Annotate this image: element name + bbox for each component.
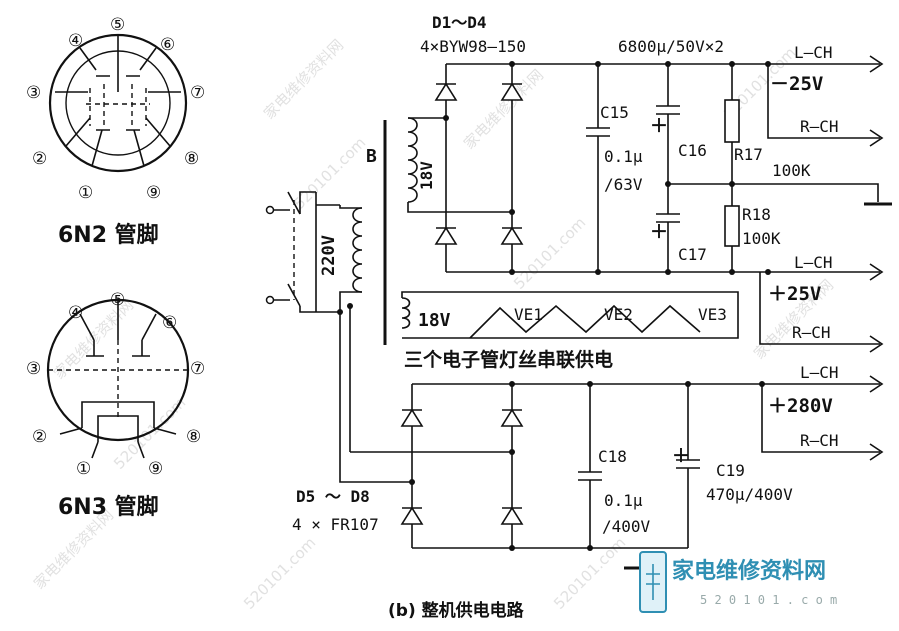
- tube-6n3-pinout: ④ ⑤ ⑥ ③ ⑦ ② ⑧ ① ⑨ 6N3 管脚: [26, 290, 205, 520]
- figure-caption: (b) 整机供电电路: [388, 600, 525, 621]
- brand-logo: 家电维修资料网 5 2 0 1 0 1 . c o m: [639, 551, 837, 613]
- pin-3-label: ③: [26, 359, 41, 379]
- l-ch-label: L—CH: [794, 43, 833, 62]
- output-pos25: L—CH ＋25V R—CH: [759, 253, 884, 353]
- watermark-site: 520101.com: [510, 214, 589, 293]
- c18-value-2: /400V: [602, 517, 651, 536]
- pin-9-label: ⑨: [146, 183, 161, 203]
- ve3-label: VE3: [698, 305, 727, 324]
- pin-6-label: ⑥: [162, 313, 177, 333]
- output-neg25: L—CH －25V R—CH: [765, 43, 884, 147]
- low-voltage-filter: 6800μ/50V×2 C15 0.1μ /63V ＋ ＋ C16 C17 R1…: [586, 37, 892, 275]
- diode-d7: [400, 506, 424, 525]
- pin-3-label: ③: [26, 83, 41, 103]
- pin-1-label: ①: [76, 459, 91, 479]
- c19-name: C19: [716, 461, 745, 480]
- secondary-winding-18v: [407, 117, 418, 203]
- mains-terminal-top: [265, 205, 275, 215]
- diode-d6: [500, 408, 524, 427]
- r-ch-label: R—CH: [792, 323, 831, 342]
- filament-note: 三个电子管灯丝串联供电: [404, 348, 613, 371]
- d5-d8-part: 4 × FR107: [292, 515, 379, 534]
- r18-name: R18: [742, 205, 771, 224]
- pin-5-label: ⑤: [110, 15, 125, 35]
- watermark-site: 520101.com: [240, 534, 319, 613]
- resistor-r17: [724, 99, 740, 143]
- pin-4-label: ④: [68, 303, 83, 323]
- diode-d2: [500, 82, 524, 101]
- output-pos280: L—CH ＋280V R—CH: [759, 363, 884, 461]
- pos280v-label: ＋280V: [768, 395, 833, 417]
- ve2-label: VE2: [604, 305, 633, 324]
- c17-plus: ＋: [650, 222, 668, 243]
- watermark-site: 520101.com: [290, 134, 369, 213]
- watermark-brand: 家电维修资料网: [260, 36, 347, 123]
- neg25v-label: －25V: [770, 73, 823, 95]
- c17-name: C17: [678, 245, 707, 264]
- pin-7-label: ⑦: [190, 359, 205, 379]
- r18-value: 100K: [742, 229, 781, 248]
- pin-1-label: ①: [78, 183, 93, 203]
- diode-d3: [434, 226, 458, 245]
- bridge-d5-d8: D5 ～ D8 4 × FR107: [292, 303, 880, 551]
- pin-8-label: ⑧: [186, 427, 201, 447]
- c16-name: C16: [678, 141, 707, 160]
- high-voltage-filter: C18 0.1μ /400V ＋ C19 470μ/400V: [578, 381, 793, 570]
- r-ch-label: R—CH: [800, 117, 839, 136]
- primary-voltage-label: 220V: [319, 235, 339, 276]
- c16-plus: ＋: [650, 116, 668, 137]
- c19-value: 470μ/400V: [706, 485, 793, 504]
- pin-2-label: ②: [32, 149, 47, 169]
- filament-voltage-label: 18V: [418, 310, 451, 331]
- pin-2-label: ②: [32, 427, 47, 447]
- resistor-r18: [724, 205, 740, 247]
- tube-6n3-title: 6N3 管脚: [58, 494, 159, 520]
- primary-winding: [352, 207, 363, 293]
- diode-d1: [434, 82, 458, 101]
- secondary-voltage-label: 18V: [417, 161, 436, 190]
- r-ch-label: R—CH: [800, 431, 839, 450]
- c15-name: C15: [600, 103, 629, 122]
- r17-value: 100K: [772, 161, 811, 180]
- pin-9-label: ⑨: [148, 459, 163, 479]
- c18-name: C18: [598, 447, 627, 466]
- d1-d4-part: 4×BYW98—150: [420, 37, 526, 56]
- d5-d8-label: D5 ～ D8: [296, 487, 370, 506]
- mains-terminal-bottom: [265, 295, 275, 305]
- filament-winding: [401, 297, 411, 329]
- r17-name: R17: [734, 145, 763, 164]
- pin-4-label: ④: [68, 31, 83, 51]
- c16-c17-value: 6800μ/50V×2: [618, 37, 724, 56]
- l-ch-label: L—CH: [800, 363, 839, 382]
- ve1-label: VE1: [514, 305, 543, 324]
- diode-d8: [500, 506, 524, 525]
- l-ch-label: L—CH: [794, 253, 833, 272]
- tube-6n2-pinout: ④ ⑤ ⑥ ③ ⑦ ② ⑧ ① ⑨ 6N2 管脚: [26, 15, 205, 248]
- pin-5-label: ⑤: [110, 290, 125, 310]
- pin-6-label: ⑥: [160, 35, 175, 55]
- tube-filaments: [469, 304, 701, 339]
- diode-d5: [400, 408, 424, 427]
- watermark-brand: 家电维修资料网: [460, 66, 547, 153]
- c15-value-1: 0.1μ: [604, 147, 643, 166]
- mains-input: 220V: [265, 191, 340, 313]
- pin-7-label: ⑦: [190, 83, 205, 103]
- pin-8-label: ⑧: [184, 149, 199, 169]
- logo-text: 家电维修资料网: [672, 558, 826, 584]
- pos25v-label: ＋25V: [768, 283, 821, 305]
- c19-plus: ＋: [672, 446, 690, 467]
- d1-d4-label: D1～D4: [432, 13, 487, 32]
- transformer-label: B: [366, 146, 377, 167]
- logo-site: 5 2 0 1 0 1 . c o m: [700, 593, 837, 607]
- bridge-d1-d4: D1～D4 4×BYW98—150: [420, 13, 768, 275]
- diode-d4: [500, 226, 524, 245]
- c18-value-1: 0.1μ: [604, 491, 643, 510]
- transformer-b: B 18V 18V VE1 VE2 VE3 三个电子管灯丝串联供电: [339, 117, 739, 371]
- tube-6n2-title: 6N2 管脚: [58, 222, 159, 248]
- c15-value-2: /63V: [604, 175, 643, 194]
